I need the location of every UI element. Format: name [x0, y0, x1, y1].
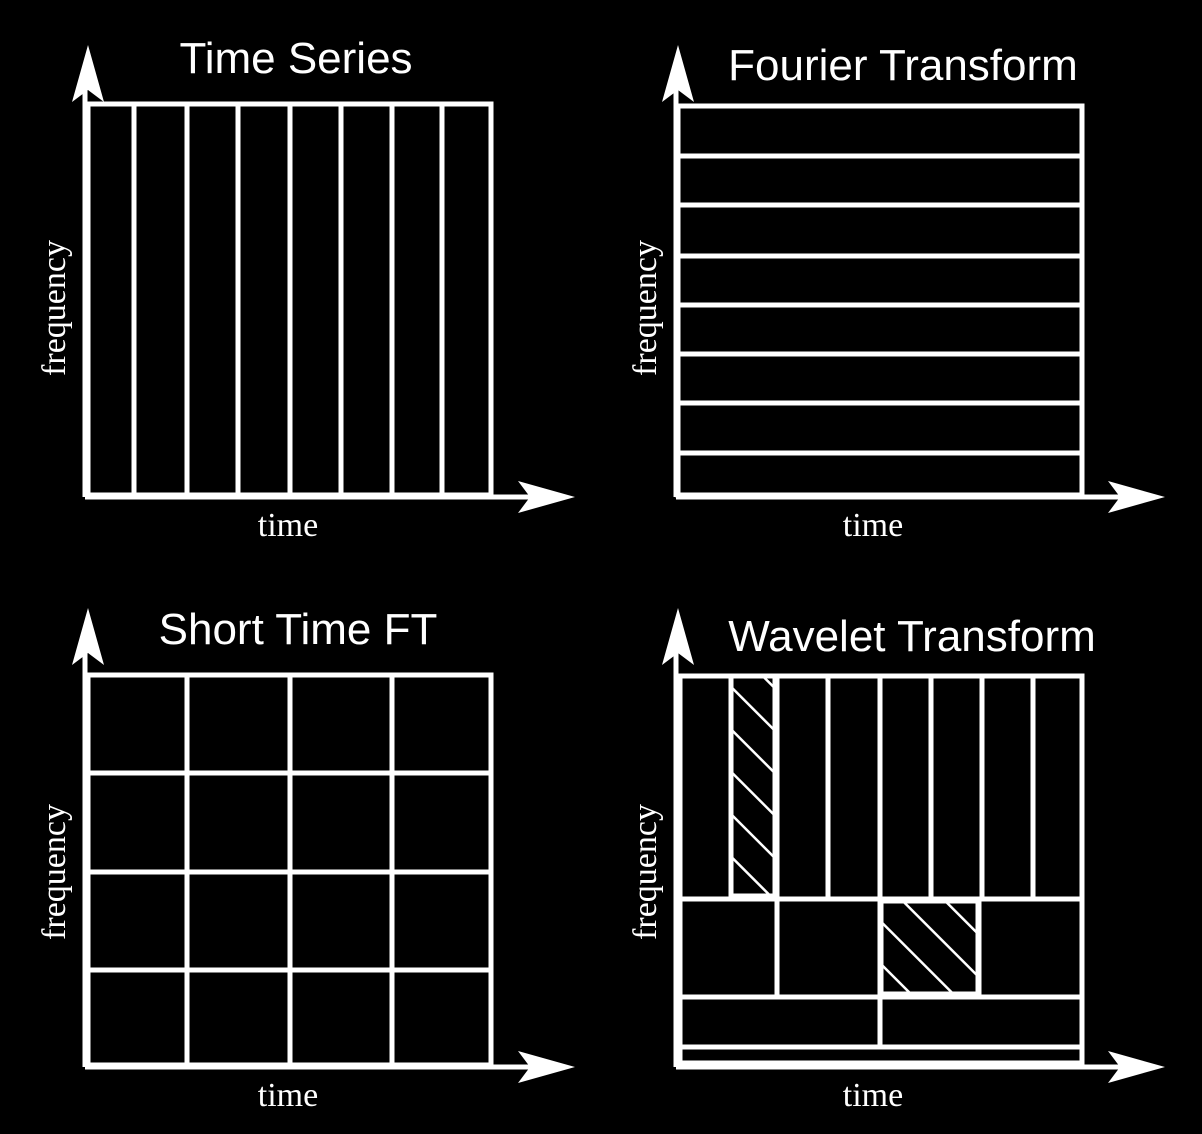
axes: [673, 72, 1135, 500]
tiling: [85, 101, 494, 498]
x-axis-arrow-icon: [1108, 1051, 1165, 1083]
y-axis-label: frequency: [36, 804, 73, 940]
tiling: [677, 673, 1085, 1066]
x-axis-arrow-icon: [518, 1051, 575, 1083]
hatched-tile-narrow: [728, 673, 778, 899]
tiling: [675, 103, 1085, 498]
y-axis-arrow-icon: [662, 608, 694, 665]
panel-time-series: Time Series time frequency: [36, 34, 575, 544]
panel-title: Short Time FT: [159, 605, 438, 654]
panel-title: Wavelet Transform: [728, 612, 1096, 661]
y-axis-label: frequency: [36, 240, 73, 376]
panel-fourier-transform: Fourier Transform time frequency: [627, 41, 1165, 544]
panel-title: Fourier Transform: [728, 41, 1078, 90]
tiling-frame: [675, 103, 1085, 498]
y-axis-label: frequency: [627, 240, 664, 376]
x-axis-arrow-icon: [518, 481, 575, 513]
axes: [673, 640, 1135, 1070]
hatched-tile-wide: [878, 898, 981, 997]
y-axis-arrow-icon: [72, 608, 104, 665]
x-axis-arrow-icon: [1108, 481, 1165, 513]
x-axis-label: time: [258, 507, 318, 544]
panel-short-time-ft: Short Time FT time frequency: [36, 605, 575, 1114]
y-axis-arrow-icon: [662, 45, 694, 102]
y-axis-label: frequency: [627, 804, 664, 940]
panel-wavelet-transform: Wavelet Transform: [627, 608, 1165, 1114]
x-axis-label: time: [258, 1077, 318, 1114]
x-axis-label: time: [843, 1077, 903, 1114]
panel-title: Time Series: [179, 34, 412, 83]
tiling: [85, 672, 494, 1068]
axes: [82, 640, 545, 1070]
x-axis-label: time: [843, 507, 903, 544]
y-axis-arrow-icon: [72, 45, 104, 102]
axes: [82, 72, 545, 500]
